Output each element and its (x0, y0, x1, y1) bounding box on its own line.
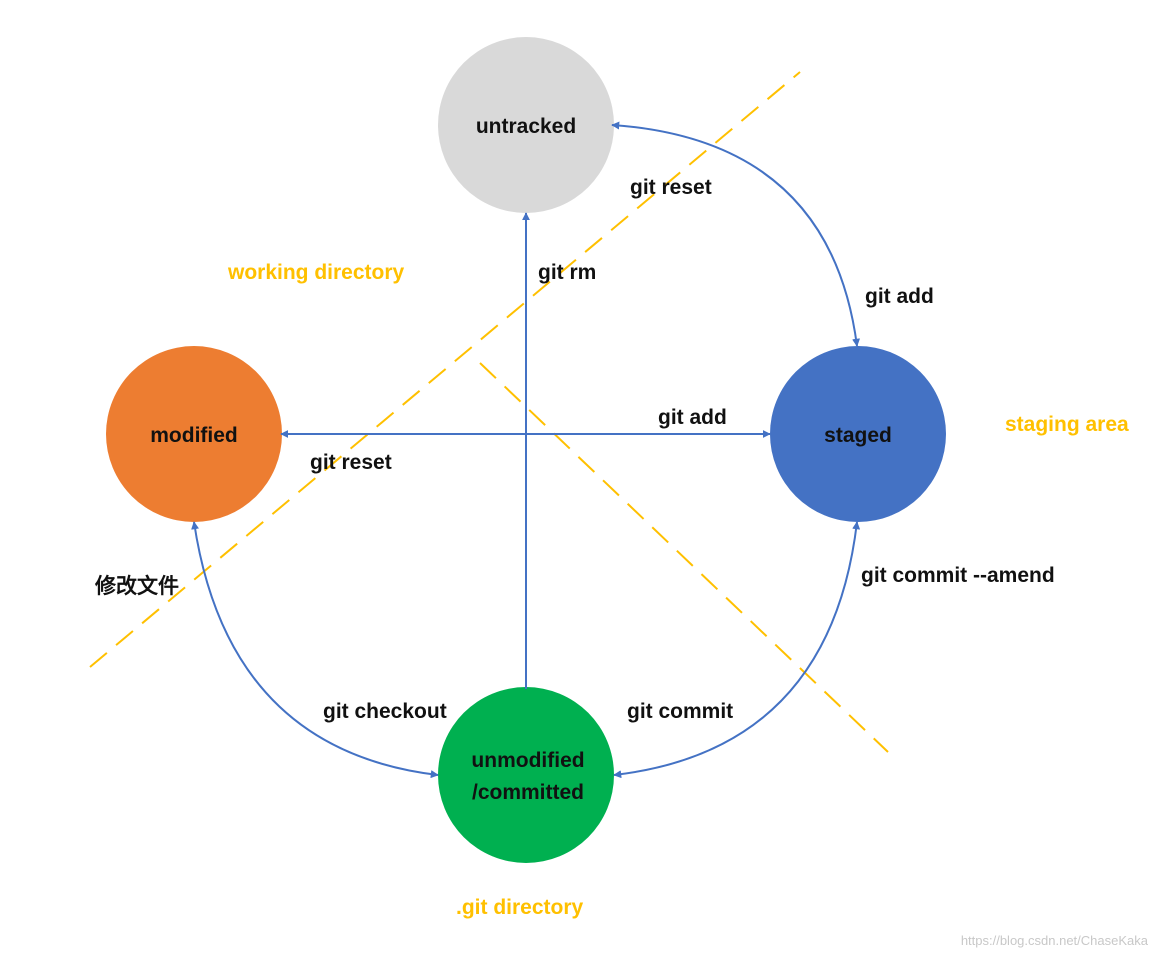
committed-label-line2: /committed (472, 781, 584, 804)
git-commit-label: git commit (627, 700, 733, 723)
git-rm-label: git rm (538, 261, 596, 284)
untracked-label: untracked (476, 115, 576, 138)
git-reset-modified-label: git reset (310, 451, 392, 474)
untracked-node (438, 37, 614, 213)
staged-label: staged (824, 424, 892, 447)
modified-label: modified (150, 424, 238, 447)
watermark-text: https://blog.csdn.net/ChaseKaka (961, 933, 1149, 948)
modify-file-label: 修改文件 (94, 574, 179, 598)
git-checkout-label: git checkout (323, 700, 447, 723)
committed-node (438, 687, 614, 863)
git-add-untracked-label: git add (865, 285, 934, 308)
git-commit-amend-label: git commit --amend (861, 564, 1055, 587)
git-directory-label: .git directory (456, 896, 584, 919)
git-add-modified-label: git add (658, 406, 727, 429)
committed-label-line1: unmodified (471, 749, 584, 772)
staging-area-label: staging area (1005, 413, 1129, 436)
untracked-staged-arrow (611, 121, 861, 347)
git-reset-untracked-label: git reset (630, 176, 712, 199)
modified-committed-arrow (191, 521, 439, 779)
working-directory-label: working directory (227, 261, 405, 284)
modified-node (106, 346, 282, 522)
staged-node (770, 346, 946, 522)
staged-committed-arrow (613, 521, 861, 779)
